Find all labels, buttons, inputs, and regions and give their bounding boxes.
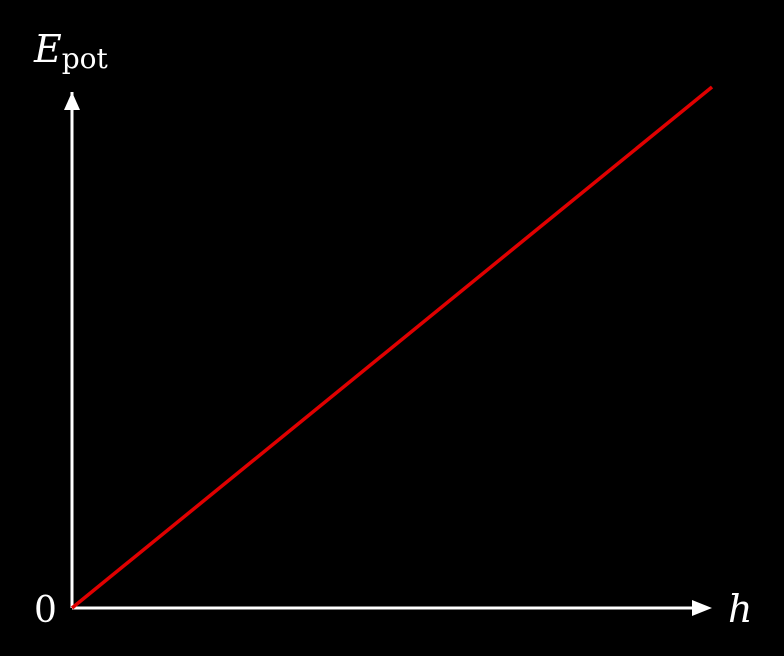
- series-line-1: [70, 85, 714, 610]
- series-layer: [70, 85, 714, 610]
- x-axis-arrowhead: [692, 600, 712, 616]
- origin-label: 0: [34, 590, 57, 631]
- y-axis-label: Epot: [33, 27, 109, 75]
- x-axis-label: h: [728, 587, 752, 631]
- y-axis-arrowhead: [64, 92, 80, 110]
